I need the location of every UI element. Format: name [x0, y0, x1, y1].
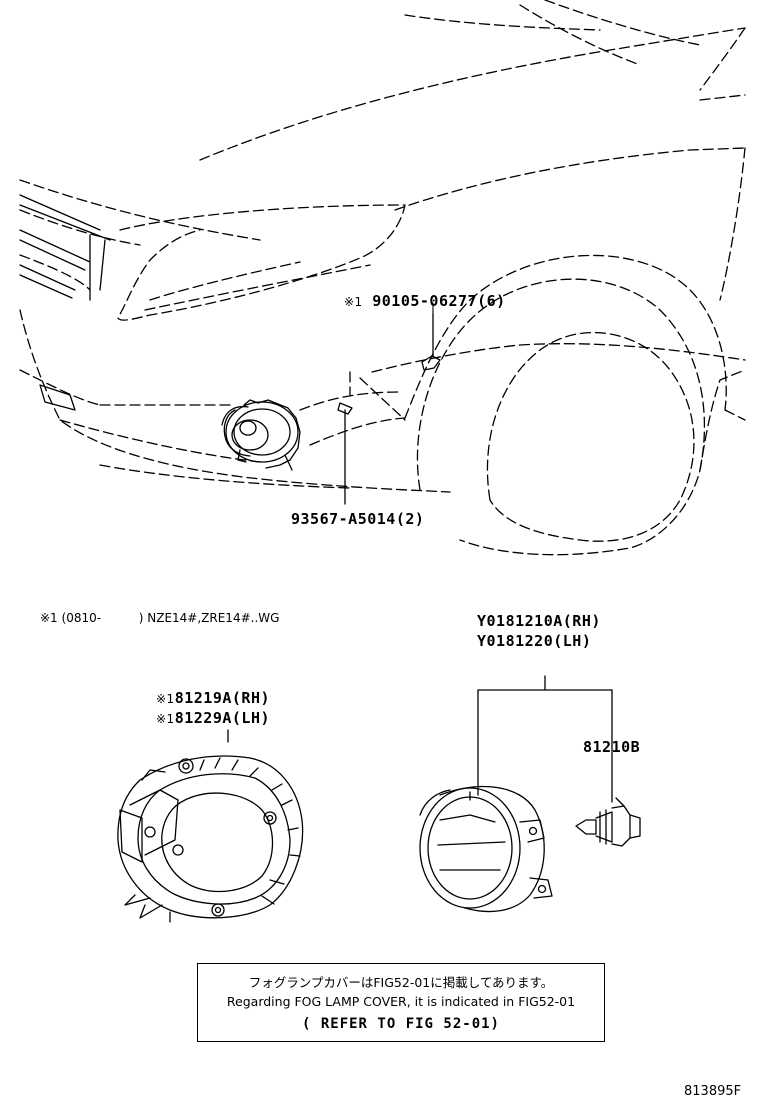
lamp-lh-part-number: 81220 [505, 632, 554, 650]
bolt-installed [421, 313, 441, 371]
lamp-lh-callout: Y0181220(LH) [477, 632, 591, 650]
bracket-rh-callout: ※181219A(RH) [156, 689, 270, 707]
bracket-rh-prefix: ※1 [156, 692, 175, 706]
grille [19, 194, 111, 411]
clip-callout: 93567-A5014(2) [291, 510, 424, 528]
bracket-lh-side: (LH) [231, 709, 271, 727]
footnote-marker: ※1 [40, 611, 58, 625]
bolt-qty: (6) [477, 292, 506, 310]
fog-lamp-unit [419, 675, 613, 913]
lamp-rh-callout: Y0181210A(RH) [477, 612, 601, 630]
bracket-lh-callout: ※181229A(LH) [156, 709, 270, 727]
footnote: ※1 (0810- ) NZE14#,ZRE14#..WG [40, 611, 279, 625]
clip-part-number: 93567-A5014 [291, 510, 396, 528]
bolt-part-number: 90105-06277 [372, 292, 478, 310]
note-reference: ( REFER TO FIG 52-01) [301, 1016, 500, 1032]
figure-code: 813895F [684, 1084, 742, 1099]
lamp-lh-prefix: Y01 [477, 632, 506, 650]
footnote-range: (0810- [61, 611, 102, 625]
bolt-prefix: ※1 [344, 295, 363, 309]
bulb-callout: 81210B [583, 738, 640, 756]
footnote-models: ) NZE14#,ZRE14#..WG [138, 611, 280, 625]
clip-qty: (2) [395, 510, 425, 528]
bolt-callout: ※1 90105-06277(6) [344, 292, 506, 310]
lamp-lh-side: (LH) [553, 632, 592, 650]
lamp-rh-part-number: 81210A [505, 612, 563, 630]
bracket-lh-part-number: 81229A [174, 709, 232, 727]
bulb-part-number: 81210B [583, 738, 641, 756]
fog-lamp-bracket [117, 729, 304, 923]
car-body-outline [19, 0, 746, 556]
installed-fog-lamp [221, 399, 301, 471]
bracket-rh-side: (RH) [231, 689, 271, 707]
bracket-rh-part-number: 81219A [174, 689, 232, 707]
clip-installed [337, 402, 353, 505]
lamp-rh-side: (RH) [562, 612, 601, 630]
bracket-lh-prefix: ※1 [156, 712, 175, 726]
lamp-rh-prefix: Y01 [477, 612, 506, 630]
note-english: Regarding FOG LAMP COVER, it is indicate… [226, 994, 576, 1009]
reference-note: フォグランプカバーはFIG52-01に掲載してあります。 Regarding F… [197, 963, 605, 1042]
note-japanese: フォグランプカバーはFIG52-01に掲載してあります。 [248, 975, 554, 990]
fog-lamp-bulb [575, 794, 641, 847]
